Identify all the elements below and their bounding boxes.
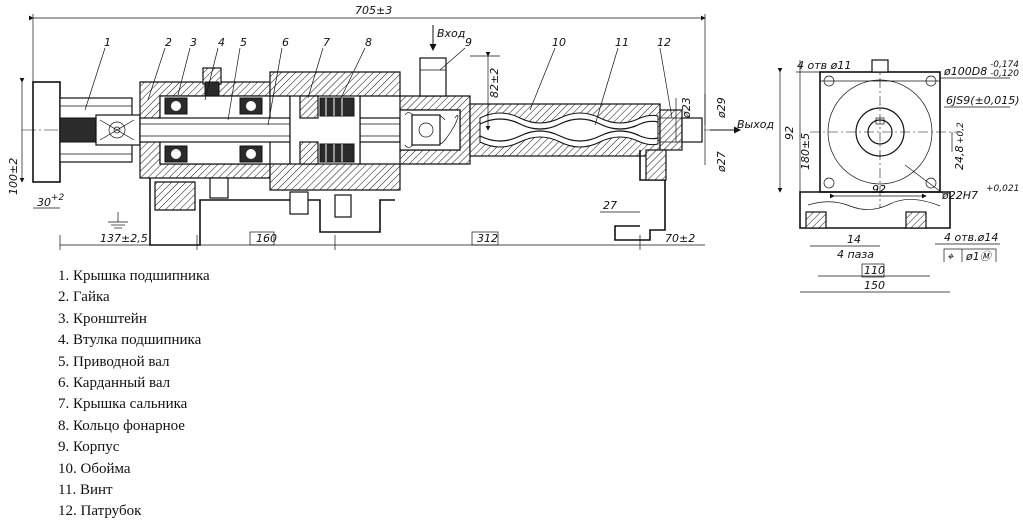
- dim-holes-d14: 4 отв.ø14: [944, 231, 998, 244]
- callout-12: 12: [657, 36, 671, 49]
- pump-assembly-drawing: 705±3: [7, 4, 1020, 262]
- end-view: 4 отв ø11 ø100D8 -0,174 -0,120 6JS9(±0,0…: [777, 59, 1020, 262]
- dim-d27: ø27: [715, 151, 728, 173]
- parts-legend: 1. Крышка подшипника 2. Гайка 3. Кронште…: [58, 266, 210, 523]
- legend-item: 8. Кольцо фонарное: [58, 417, 185, 434]
- dim-27: 27: [603, 199, 617, 212]
- callout-1: 1: [104, 36, 111, 49]
- dim-160: 160: [256, 232, 277, 245]
- tolerance-value: ø1Ⓜ: [965, 250, 993, 262]
- dim-overall-length: 705±3: [355, 4, 392, 17]
- legend-item: 5. Приводной вал: [58, 353, 170, 370]
- callout-6: 6: [282, 36, 289, 49]
- callout-8: 8: [365, 36, 372, 49]
- dim-w14: 14: [847, 233, 861, 246]
- dim-30-tol: +2: [51, 193, 65, 203]
- legend-item: 12. Патрубок: [58, 503, 142, 520]
- dim-outlet: Выход: [737, 118, 774, 131]
- dim-w110: 110: [864, 264, 885, 277]
- callout-9: 9: [465, 36, 472, 49]
- legend-item: 11. Винт: [58, 482, 113, 499]
- callouts: 1 2 3 4 5 6 7 8 9 10 11 12: [84, 36, 673, 126]
- legend-item: 10. Обойма: [58, 460, 131, 477]
- legend-item: 2. Гайка: [58, 289, 110, 306]
- callout-4: 4: [218, 36, 225, 49]
- callout-3: 3: [190, 36, 197, 49]
- callout-7: 7: [323, 36, 330, 49]
- callout-5: 5: [240, 36, 247, 49]
- legend-item: 9. Корпус: [58, 439, 120, 456]
- dim-137: 137±2,5: [100, 232, 148, 245]
- dim-h92-side: 92: [783, 126, 796, 140]
- callout-10: 10: [552, 36, 566, 49]
- dim-holes-d11: 4 отв ø11: [797, 59, 851, 72]
- dim-inlet: Вход: [437, 27, 465, 40]
- tolerance-position-icon: ⌖: [947, 250, 954, 262]
- dim-d22h7: ø22H7: [941, 189, 978, 202]
- dim-w150: 150: [864, 279, 885, 292]
- legend-item: 6. Карданный вал: [58, 375, 171, 392]
- dim-d100-tol-top: -0,174: [990, 60, 1019, 70]
- callout-2: 2: [165, 36, 172, 49]
- dim-d100-tol-bot: -0,120: [990, 69, 1019, 79]
- end-view-bottom-dims: 110 150: [800, 263, 950, 293]
- dim-key-6js9: 6JS9(±0,015): [946, 94, 1020, 107]
- legend-item: 1. Крышка подшипника: [58, 268, 210, 284]
- dim-d29: ø29: [715, 97, 728, 119]
- dim-w92: 92: [872, 183, 886, 196]
- dim-30: 30: [37, 196, 51, 209]
- legend-item: 7. Крышка сальника: [58, 396, 188, 413]
- tolerance-frame: [943, 248, 997, 262]
- dim-d23: ø23: [680, 97, 693, 119]
- dim-h180: 180±5: [799, 133, 812, 170]
- motor-flange: [32, 81, 61, 183]
- dim-slots: 4 паза: [837, 248, 874, 261]
- legend-item: 4. Втулка подшипника: [58, 332, 202, 349]
- ground-icon: [108, 212, 128, 229]
- legend-item: 3. Кронштейн: [58, 310, 147, 327]
- dim-d22h7-tol: +0,021: [986, 184, 1019, 194]
- dim-70: 70±2: [665, 232, 695, 245]
- section-view: 705±3: [7, 4, 774, 250]
- dim-312: 312: [477, 232, 498, 245]
- dim-100: 100±2: [7, 158, 20, 195]
- callout-11: 11: [615, 36, 629, 49]
- dim-h24-8: 24,8: [953, 146, 966, 171]
- dim-h24-8-tol: +0,2: [956, 122, 966, 144]
- dim-d100: ø100D8: [943, 65, 987, 78]
- dim-82: 82±2: [488, 68, 501, 98]
